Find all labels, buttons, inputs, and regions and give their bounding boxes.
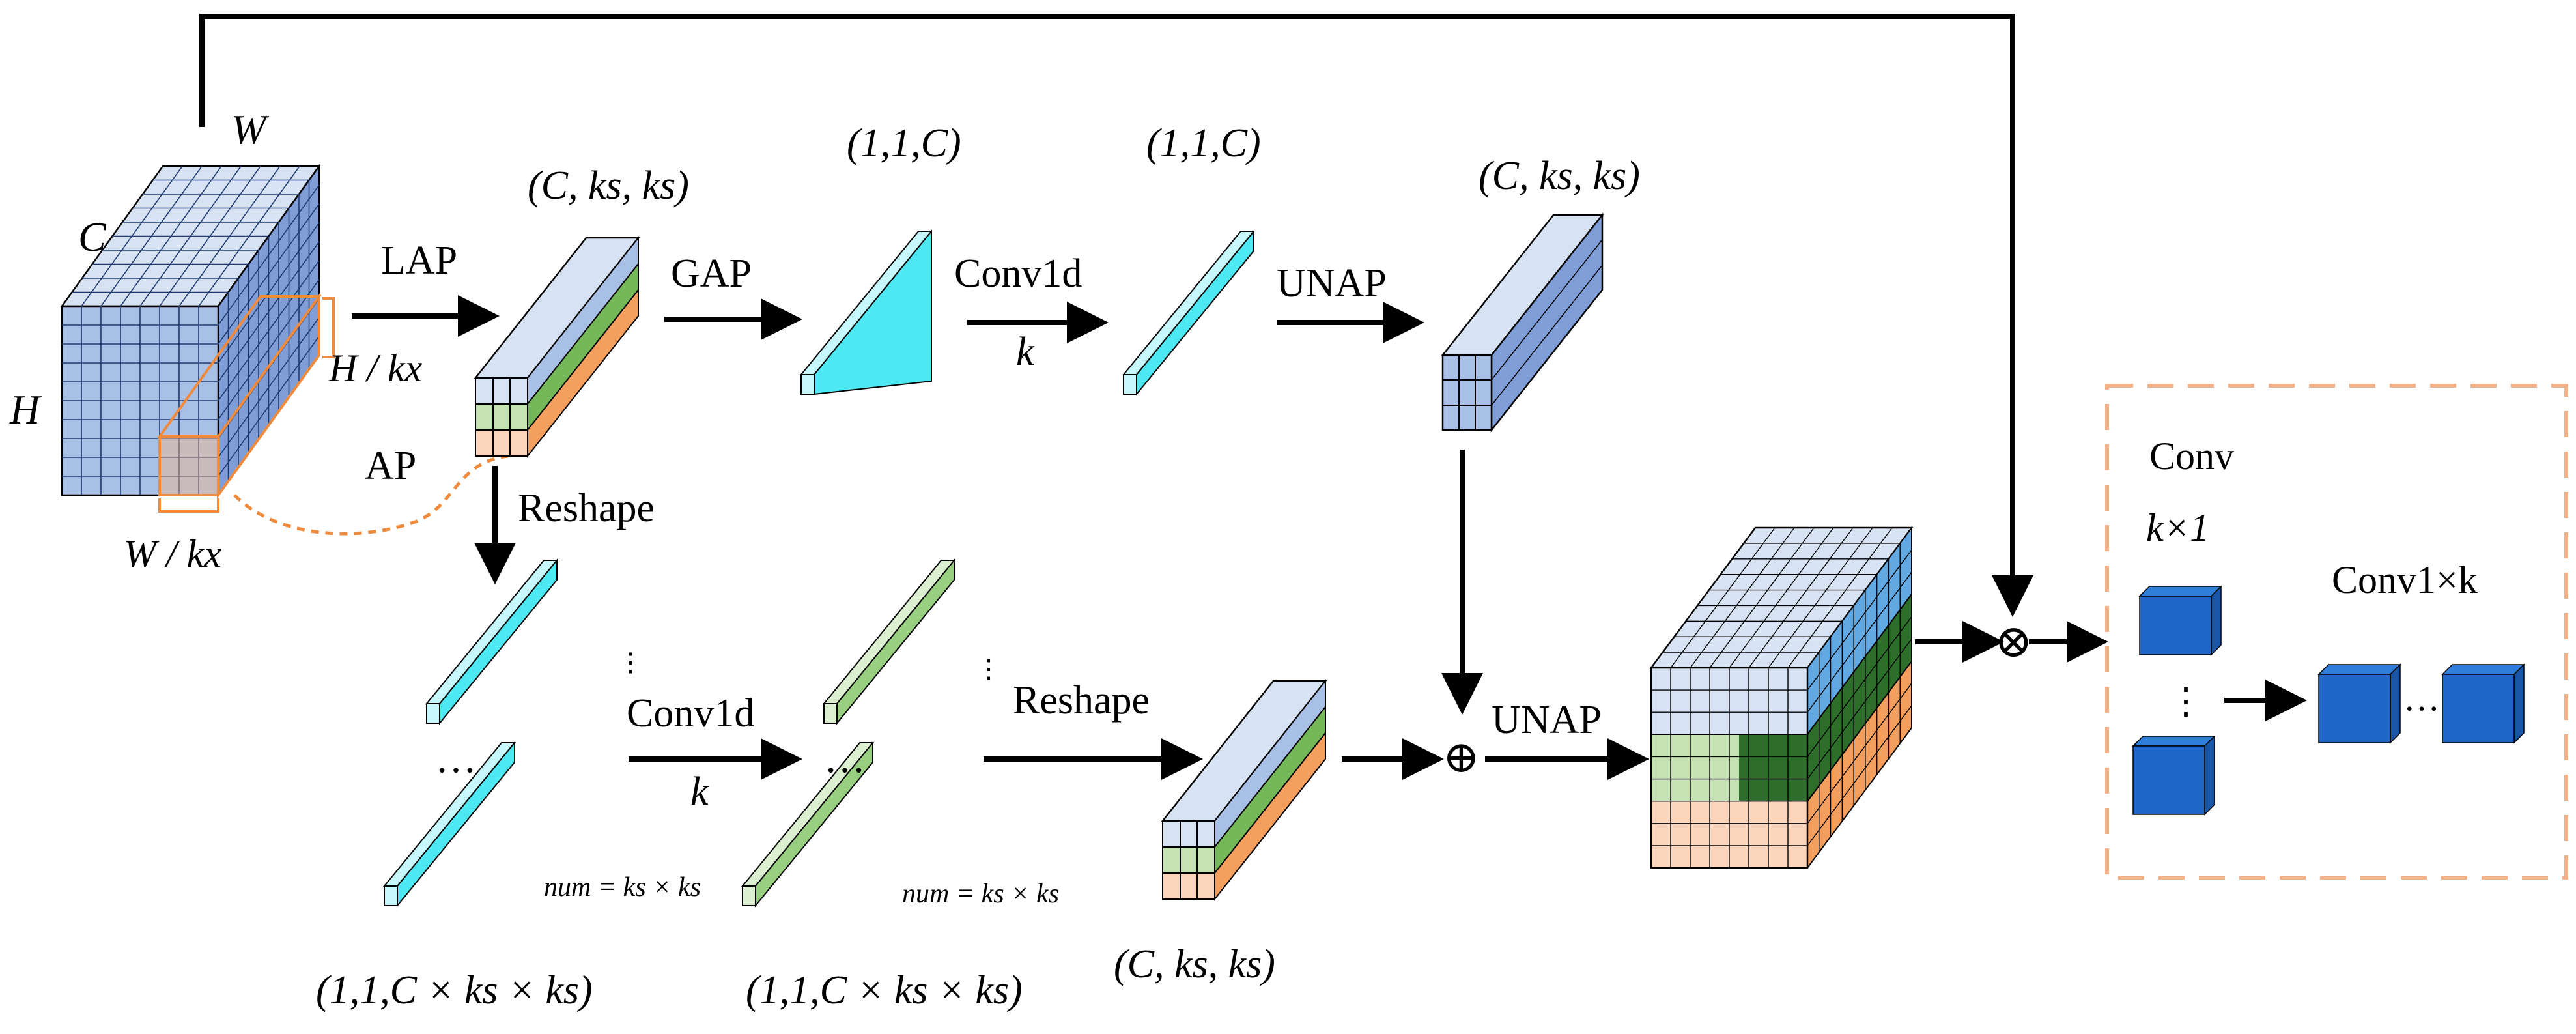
conv-k1-line2-label: k×1: [2146, 506, 2209, 549]
op-conv1d-top-label: Conv1d: [954, 251, 1082, 296]
conv-k1-line1-label: Conv: [2149, 435, 2234, 478]
k-bottom-label: k: [690, 769, 709, 814]
shape-11c-a-label: (1,1,C): [847, 121, 961, 165]
reshape-vector-1: [425, 558, 559, 725]
h-over-kx-label: H / kx: [328, 347, 423, 390]
times-operator: ⊗: [1994, 617, 2033, 667]
shape-ckk-top1-label: (C, ks, ks): [528, 164, 689, 208]
op-reshape-mid-label: Reshape: [1013, 678, 1150, 723]
fused-feature-cube: [1649, 525, 1914, 870]
conv-1k-cube-left: [2317, 663, 2401, 744]
reshape-vector-2: [382, 741, 517, 908]
conv-vertical-dots: ⋮: [2168, 682, 2204, 722]
dim-c-label: C: [78, 214, 107, 260]
reshape-output-cube: [1161, 679, 1327, 901]
conv-block-dashed-box: [2105, 384, 2568, 880]
dim-h-label: H: [9, 386, 42, 433]
gap-output-vector: [799, 229, 933, 395]
conv1d-output-vector: [1122, 229, 1256, 396]
plus-operator: ⊕: [1443, 732, 1480, 782]
shape-bottom-mid-label: (1,1,C × ks × ks): [746, 968, 1023, 1012]
vertical-dots-left: ⋮: [617, 648, 644, 677]
conv-k1-cube-bottom: [2132, 735, 2216, 816]
w-over-kx-label: W / kx: [124, 532, 221, 575]
k-top-label: k: [1016, 330, 1035, 374]
shape-11c-b-label: (1,1,C): [1146, 121, 1261, 165]
shape-bottom-left-label: (1,1,C × ks × ks): [316, 968, 593, 1012]
ellipsis-mid: …: [824, 735, 866, 781]
shape-ckk-top2-label: (C, ks, ks): [1479, 154, 1640, 198]
skip-connection-line: [199, 14, 2033, 617]
conv-horizontal-dots: …: [2403, 678, 2440, 719]
num-right-label: num = ks × ks: [902, 879, 1059, 909]
shape-ckk-bottom-label: (C, ks, ks): [1114, 942, 1275, 986]
num-left-label: num = ks × ks: [544, 872, 701, 902]
op-lap-label: LAP: [381, 238, 457, 283]
input-feature-cube: [60, 164, 509, 536]
vertical-dots-mid: ⋮: [976, 654, 1002, 683]
op-reshape-left-label: Reshape: [518, 486, 655, 530]
conv-1k-cube-right: [2441, 663, 2525, 744]
conv1d-vector-1: [822, 558, 956, 725]
op-gap-label: GAP: [671, 251, 752, 296]
op-unap-top-label: UNAP: [1277, 261, 1387, 306]
conv-1k-label: Conv1×k: [2332, 558, 2478, 601]
unap-output-cube: [1441, 212, 1604, 433]
ellipsis-left: …: [435, 735, 477, 781]
lap-output-cube: [474, 236, 640, 458]
op-ap-label: AP: [365, 444, 416, 488]
op-conv1d-bottom-label: Conv1d: [627, 691, 754, 736]
dim-w-label: W: [231, 106, 270, 152]
conv1d-vector-2: [741, 741, 875, 908]
op-unap-bottom-label: UNAP: [1492, 698, 1602, 742]
conv-k1-cube-top: [2138, 585, 2222, 656]
